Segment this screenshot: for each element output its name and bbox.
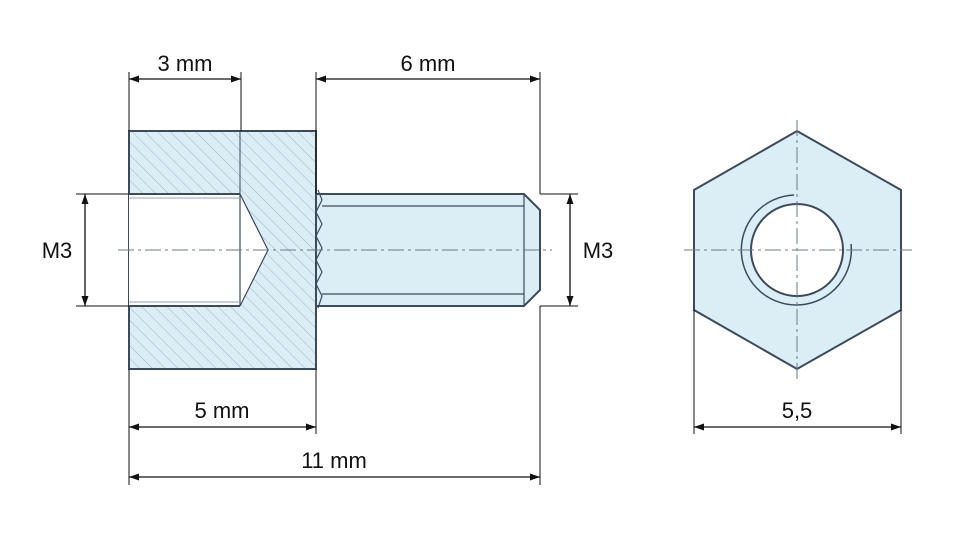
break-line: [315, 189, 323, 309]
internal-bore: [129, 194, 268, 306]
section-view: [118, 130, 552, 370]
label-body-length: 5 mm: [195, 398, 250, 423]
label-total-length: 11 mm: [301, 448, 367, 473]
label-thread-length: 6 mm: [401, 51, 456, 76]
label-bore-depth: 3 mm: [158, 51, 213, 76]
label-outer-thread: M3: [583, 238, 614, 263]
dimensions-end: 5,5: [693, 310, 902, 434]
label-hex-width: 5,5: [782, 398, 813, 423]
thread-arc: [740, 194, 853, 306]
dimensions-side: 3 mm 6 mm 5 mm 11 mm M3 M3: [42, 51, 614, 485]
label-inner-thread: M3: [42, 238, 73, 263]
end-view: [684, 120, 912, 380]
